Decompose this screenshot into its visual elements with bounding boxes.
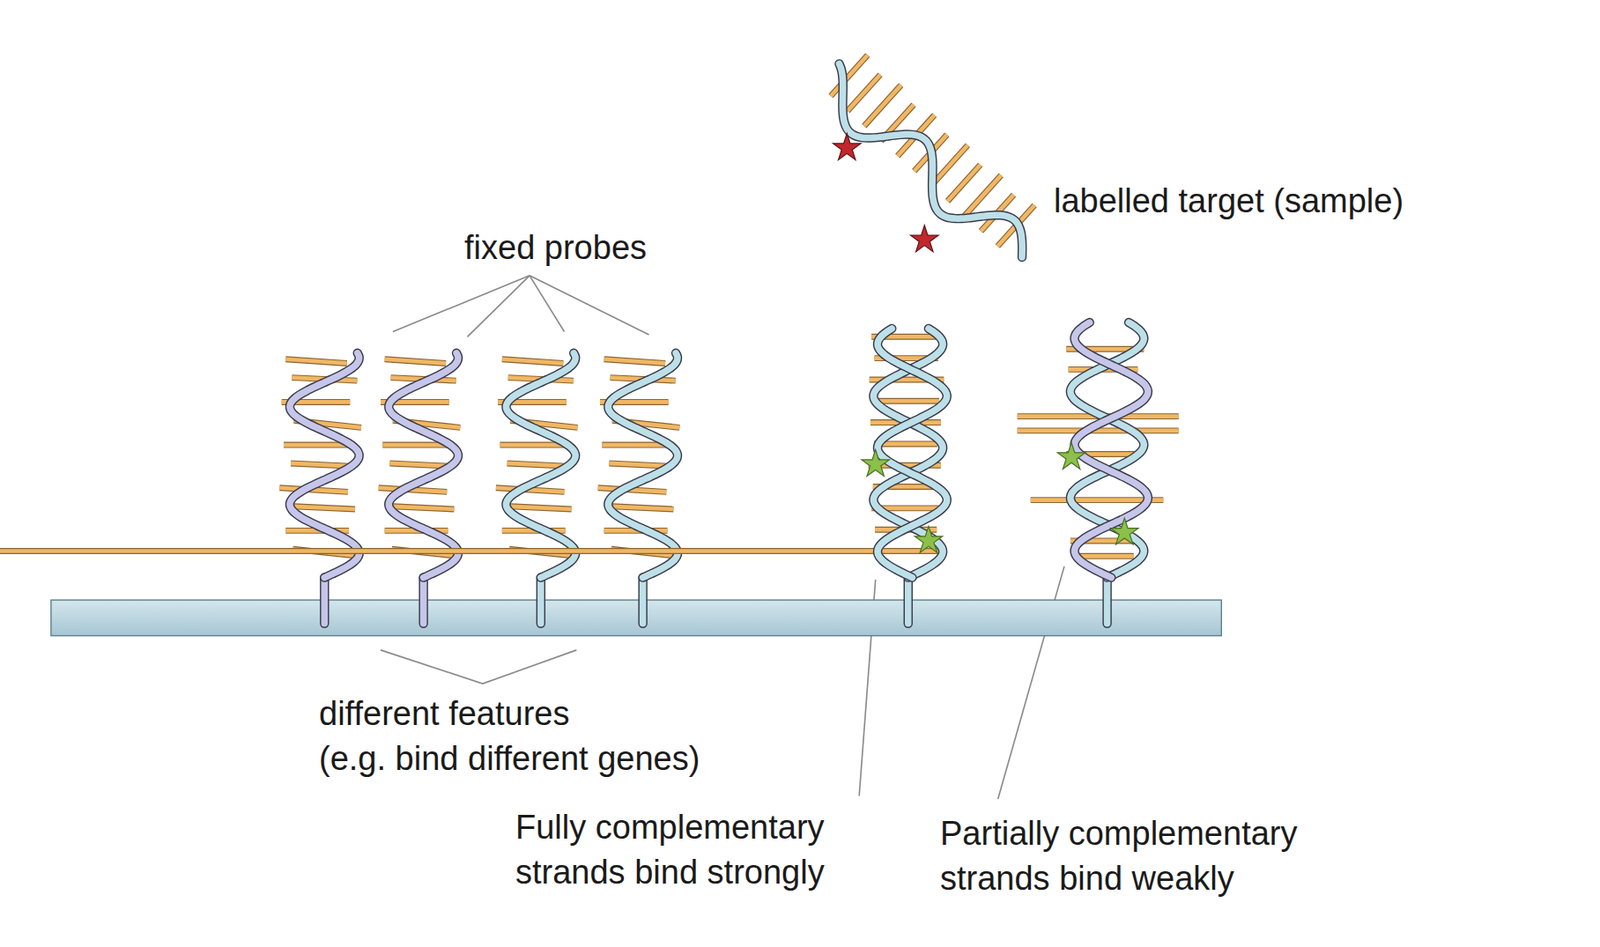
dna-strand [420,577,428,624]
base [847,74,881,112]
base-outline [607,506,674,510]
base [504,506,571,510]
base-outline [604,359,666,364]
base-outline [288,506,356,510]
base-outline [875,398,940,405]
base-outline [963,175,1001,216]
base [288,506,356,510]
dna-strand [1074,322,1149,578]
dna-strand [607,353,678,578]
base [1076,554,1134,559]
base [864,85,902,126]
strand-outline [607,353,678,578]
label-star [833,133,862,160]
strand-outline [536,577,546,624]
strand-outline [388,353,459,578]
dna-strand [1103,577,1112,624]
base-outline [504,506,571,510]
slide [51,600,1222,637]
label-star [911,225,940,252]
leader-line [466,275,530,337]
molecules [0,44,1179,624]
base-outline [385,359,446,364]
label-star [1111,518,1140,545]
label-star [1057,442,1086,469]
dna-strand [877,328,948,578]
label-text: Partially complementary strands bind wea… [940,811,1297,902]
dna-strand [904,577,912,624]
dna-strand [639,577,647,624]
label-star [861,449,890,476]
dna-strand [388,353,459,578]
base-outline [864,85,902,126]
base-outline [847,74,881,112]
hybridized-probe [1017,322,1179,624]
fixed-probe [496,353,578,624]
dna-strand [537,577,545,624]
base-outline [948,164,981,201]
strand-outline [319,577,329,624]
leader-line [529,275,650,335]
base-outline [387,506,454,510]
base [607,506,674,510]
base [604,359,666,364]
strand-outline [418,577,428,624]
fixed-probe [279,353,362,624]
strand-outline [1074,322,1149,578]
base-outline [1076,553,1134,560]
base [502,359,563,364]
base [875,399,940,404]
base [963,175,1001,216]
base-outline [285,359,347,364]
dna-strand [289,353,360,578]
strand-outline [1102,577,1112,624]
label-text: fixed probes [464,225,647,271]
base [385,359,446,364]
label-star [914,525,943,553]
strand-outline [505,353,576,578]
dna-strand [321,577,329,624]
strand-outline [809,63,1038,275]
leader-line [392,275,530,333]
labelled-target [809,44,1053,275]
dna-strand [505,353,576,578]
base-outline [502,359,563,364]
base [387,506,454,510]
bracket [380,650,577,684]
base [0,548,942,554]
fixed-probe [598,353,681,624]
fixed-probe [378,353,461,624]
strand-outline [637,577,647,624]
base-outline [0,548,942,555]
dna-strand [809,63,1038,275]
base [948,164,981,201]
strand-outline [289,353,360,578]
label-text: different features (e.g. bind different … [318,691,700,782]
label-text: Fully complementary strands bind strongl… [515,805,825,896]
strand-outline [877,328,948,578]
strand-outline [903,577,913,624]
hybridized-probe [0,328,948,624]
base [285,359,347,364]
label-text: labelled target (sample) [1053,178,1404,224]
